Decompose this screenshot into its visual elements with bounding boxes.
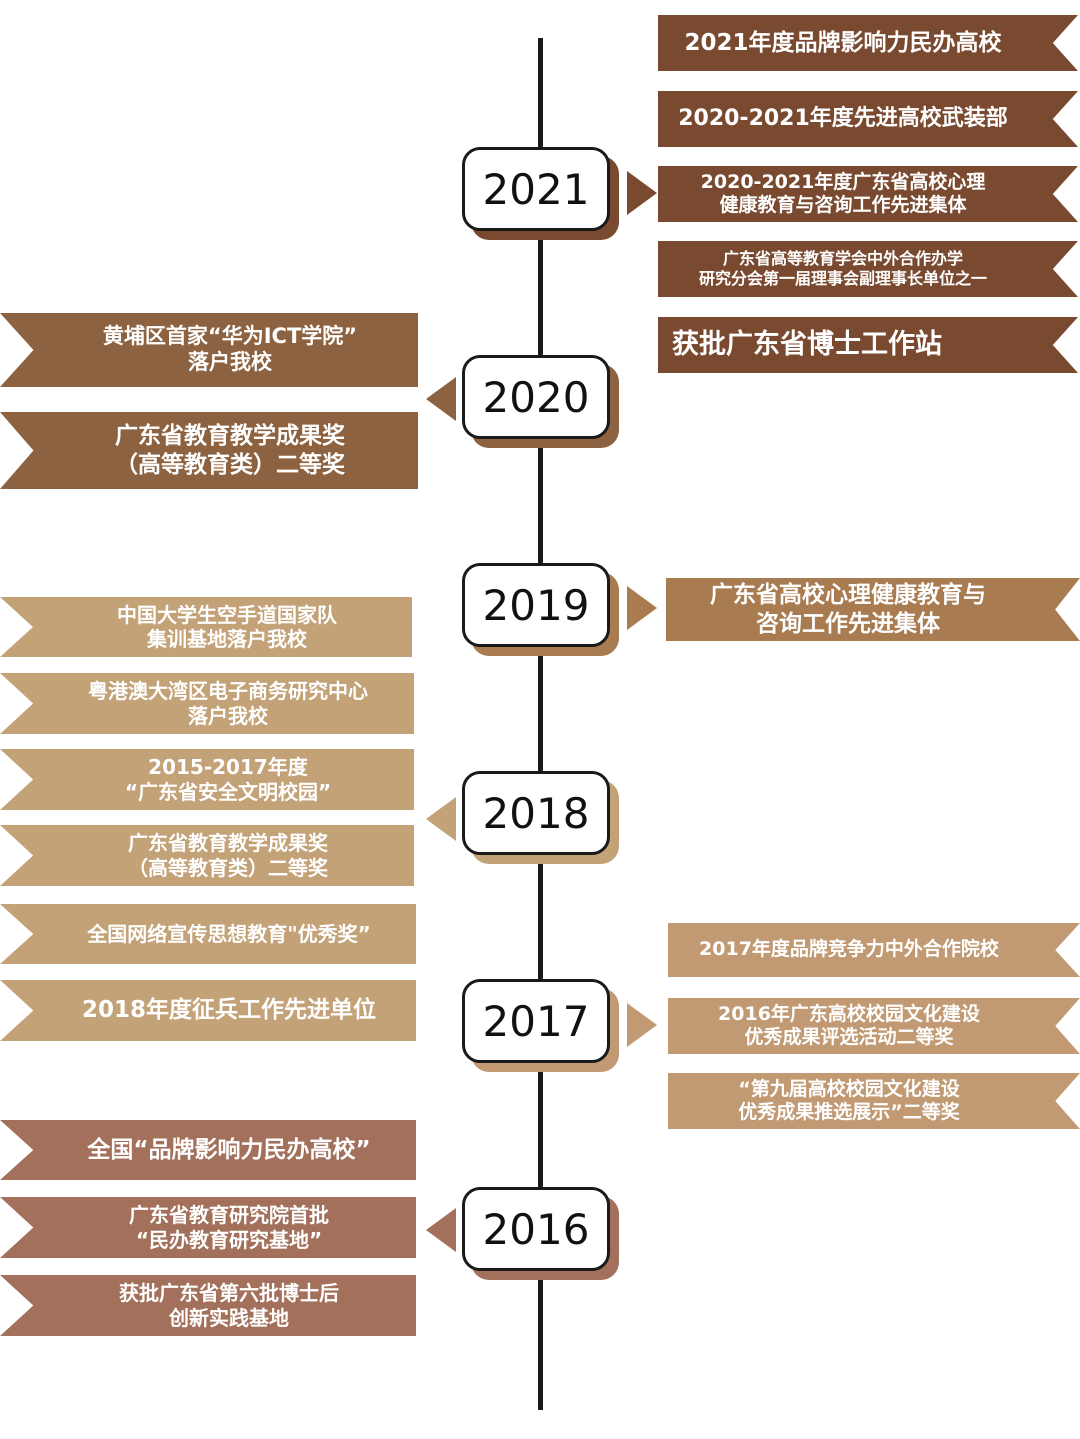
award-banner: 粤港澳大湾区电子商务研究中心 落户我校: [0, 673, 414, 734]
award-banner: 黄埔区首家“华为ICT学院” 落户我校: [0, 313, 418, 387]
award-banner: “第九届高校校园文化建设 优秀成果推选展示”二等奖: [668, 1073, 1080, 1129]
pointer-left-2018: [426, 797, 456, 841]
pointer-right-2019: [627, 586, 657, 630]
award-banner: 广东省教育教学成果奖 （高等教育类）二等奖: [0, 825, 414, 886]
year-label: 2019: [462, 563, 610, 647]
year-label: 2017: [462, 979, 610, 1063]
year-box-2019: 2019: [462, 563, 619, 656]
year-label: 2018: [462, 771, 610, 855]
pointer-right-2021: [627, 171, 657, 215]
pointer-right-2017: [627, 1003, 657, 1047]
year-label: 2021: [462, 147, 610, 231]
pointer-left-2016: [426, 1208, 456, 1252]
award-banner: 2018年度征兵工作先进单位: [0, 980, 416, 1041]
award-banner: 2021年度品牌影响力民办高校: [658, 15, 1078, 71]
award-banner: 2020-2021年度广东省高校心理 健康教育与咨询工作先进集体: [658, 166, 1078, 222]
award-banner: 2015-2017年度 “广东省安全文明校园”: [0, 749, 414, 810]
award-banner: 广东省高等教育学会中外合作办学 研究分会第一届理事会副理事长单位之一: [658, 241, 1078, 297]
pointer-left-2020: [426, 377, 456, 421]
award-banner: 2020-2021年度先进高校武装部: [658, 91, 1078, 147]
award-banner: 2017年度品牌竞争力中外合作院校: [668, 923, 1080, 977]
award-banner: 全国网络宣传思想教育"优秀奖”: [0, 904, 416, 964]
year-label: 2016: [462, 1187, 610, 1271]
award-banner: 广东省教育教学成果奖 （高等教育类）二等奖: [0, 412, 418, 489]
award-banner: 获批广东省博士工作站: [658, 317, 1078, 373]
award-banner: 广东省教育研究院首批 “民办教育研究基地”: [0, 1197, 416, 1258]
timeline-axis: [538, 38, 543, 1410]
award-banner: 全国“品牌影响力民办高校”: [0, 1120, 416, 1180]
year-box-2020: 2020: [462, 355, 619, 448]
award-banner: 获批广东省第六批博士后 创新实践基地: [0, 1275, 416, 1336]
year-box-2021: 2021: [462, 147, 619, 240]
award-banner: 广东省高校心理健康教育与 咨询工作先进集体: [666, 578, 1080, 641]
award-banner: 2016年广东高校校园文化建设 优秀成果评选活动二等奖: [668, 998, 1080, 1054]
year-box-2017: 2017: [462, 979, 619, 1072]
year-box-2016: 2016: [462, 1187, 619, 1280]
year-label: 2020: [462, 355, 610, 439]
year-box-2018: 2018: [462, 771, 619, 864]
award-banner: 中国大学生空手道国家队 集训基地落户我校: [0, 597, 412, 657]
